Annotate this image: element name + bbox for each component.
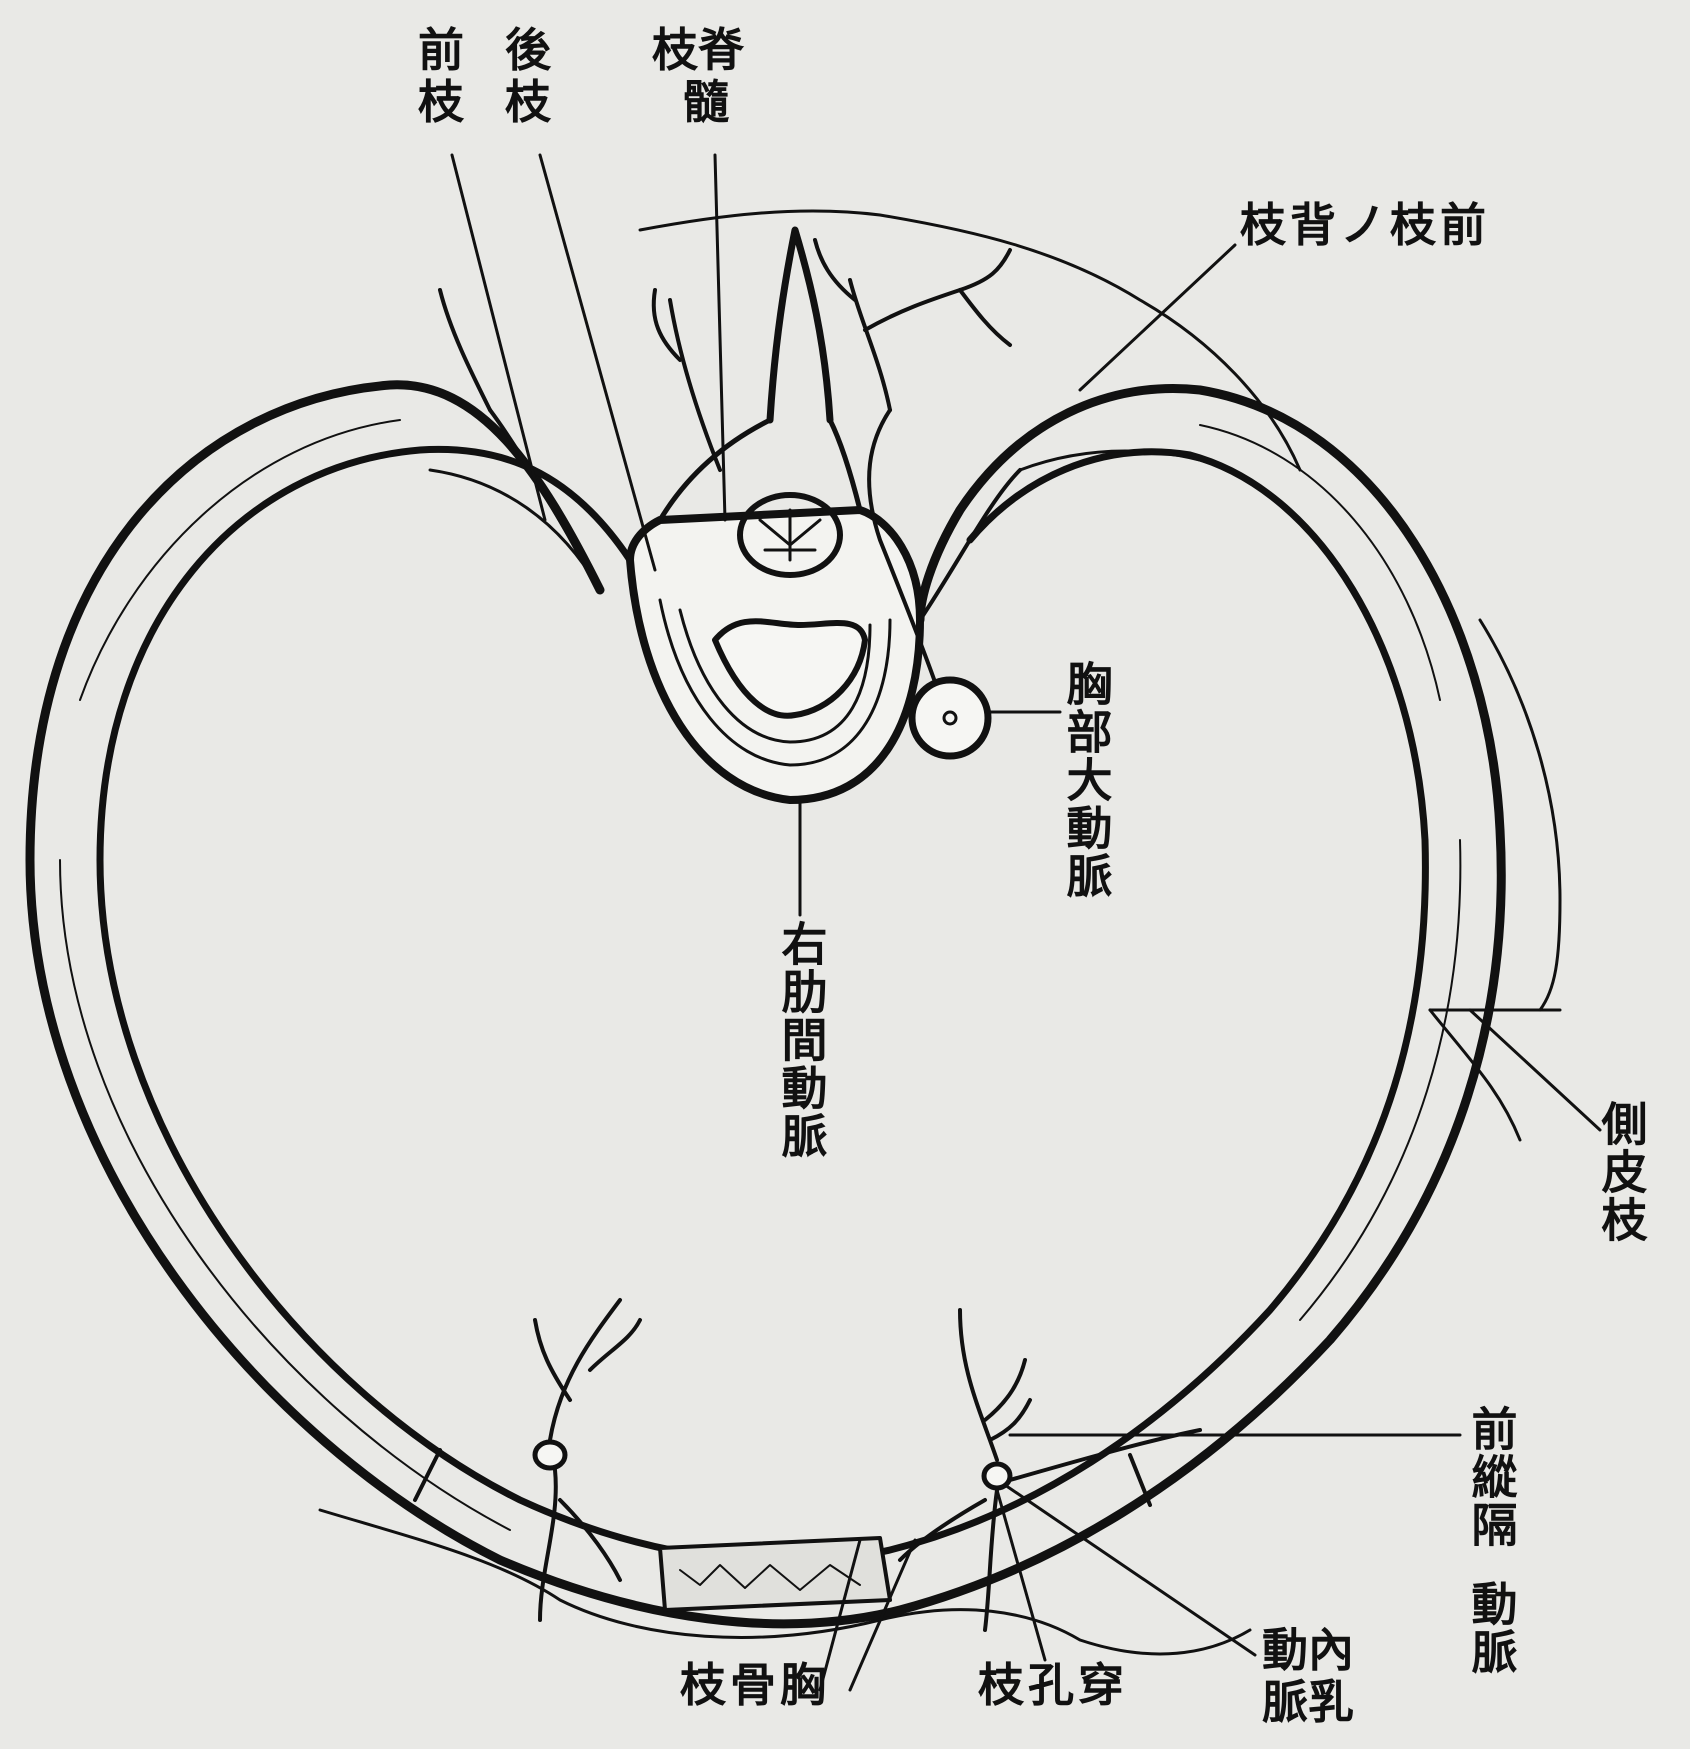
label-anterior-mediastinal-1: 前縱隔 (1465, 1405, 1517, 1549)
label-right-intercostal-artery: 右肋間動脈 (775, 920, 827, 1160)
label-anterior-mediastinal-2: 動脈 (1465, 1580, 1517, 1676)
label-anterior-branch: 前 枝 (418, 25, 464, 128)
anterior-chest (320, 1300, 1250, 1654)
dorsal-branch-twig-3 (960, 250, 1010, 290)
right-perforating-branch (960, 1310, 1030, 1460)
intercostal-along-rib-left (430, 470, 600, 590)
thoracic-aorta-vessel (912, 680, 988, 756)
label-anterior-branch-of-dorsal: 枝背ノ枝前 (1240, 200, 1490, 252)
anterior-mediastinal-vessel (1010, 1430, 1200, 1480)
leader-lateral-cutaneous (1470, 1010, 1600, 1130)
label-lateral-cutaneous-branch: 側皮枝 (1595, 1100, 1647, 1244)
label-spinal-branch: 枝脊 髓 (652, 25, 744, 128)
leader-lines (452, 155, 1600, 1690)
left-perforating-branch (535, 1300, 640, 1440)
dorsal-branch-twig-4 (960, 290, 1010, 345)
label-perforating-branch: 枝孔穿 (978, 1660, 1128, 1712)
sternum (660, 1538, 890, 1610)
left-internal-mammary-vessel (535, 1442, 565, 1468)
lamina-right (830, 420, 860, 510)
rib-shading-line-2 (1300, 840, 1460, 1320)
label-posterior-branch: 後 枝 (505, 25, 551, 128)
label-thoracic-aorta: 胸部大動脈 (1060, 660, 1112, 900)
lateral-cutaneous-vessel (1480, 620, 1560, 1010)
label-internal-mammary-artery: 動內 脈乳 (1262, 1625, 1354, 1728)
dorsal-branch-twig-2 (815, 240, 855, 300)
label-sternal-branch: 枝骨胸 (680, 1660, 830, 1712)
dorsal-branch-twig-5 (670, 300, 720, 470)
posterior-body-wall (640, 211, 1300, 470)
dorsal-branch-twig-1 (865, 290, 960, 330)
leader-anterior-branch (452, 155, 545, 520)
rib-shading-line-4 (1200, 425, 1440, 700)
leader-anterior-dorsal (1080, 245, 1235, 390)
